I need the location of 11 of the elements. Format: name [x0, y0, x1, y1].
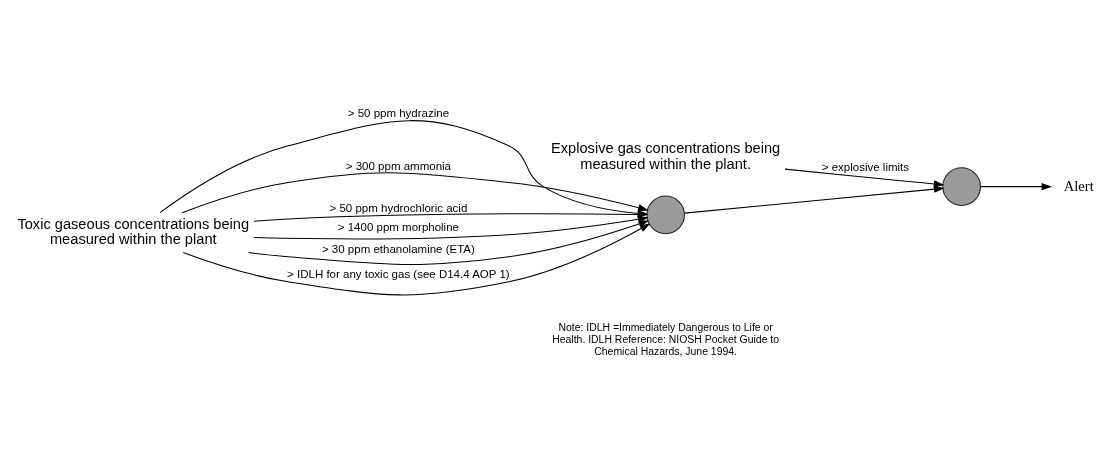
- edge-label: > IDLH for any toxic gas (see D14.4 AOP 1): [287, 268, 510, 281]
- edge-label: > explosive limits: [821, 160, 910, 173]
- node-text: Alert: [1063, 177, 1094, 194]
- edge-label: > 50 ppm hydrazine: [347, 107, 450, 120]
- edge-label: > 1400 ppm morpholine: [337, 221, 459, 234]
- label: Note: IDLH =Immediately Dangerous to Life or Health. IDLH Reference: NIOSH Pocket Guide to Chemical Hazards, June 1994.: [552, 322, 780, 357]
- edge-label: > 50 ppm hydrochloric acid: [329, 201, 468, 214]
- node-text: Explosive gas concentrations being measured within the plant.: [551, 140, 781, 173]
- edge-label: > 30 ppm ethanolamine (ETA): [321, 243, 475, 256]
- node-text: Toxic gaseous concentrations being measured within the plant: [17, 215, 250, 248]
- edge-label: > 300 ppm ammonia: [345, 159, 451, 172]
